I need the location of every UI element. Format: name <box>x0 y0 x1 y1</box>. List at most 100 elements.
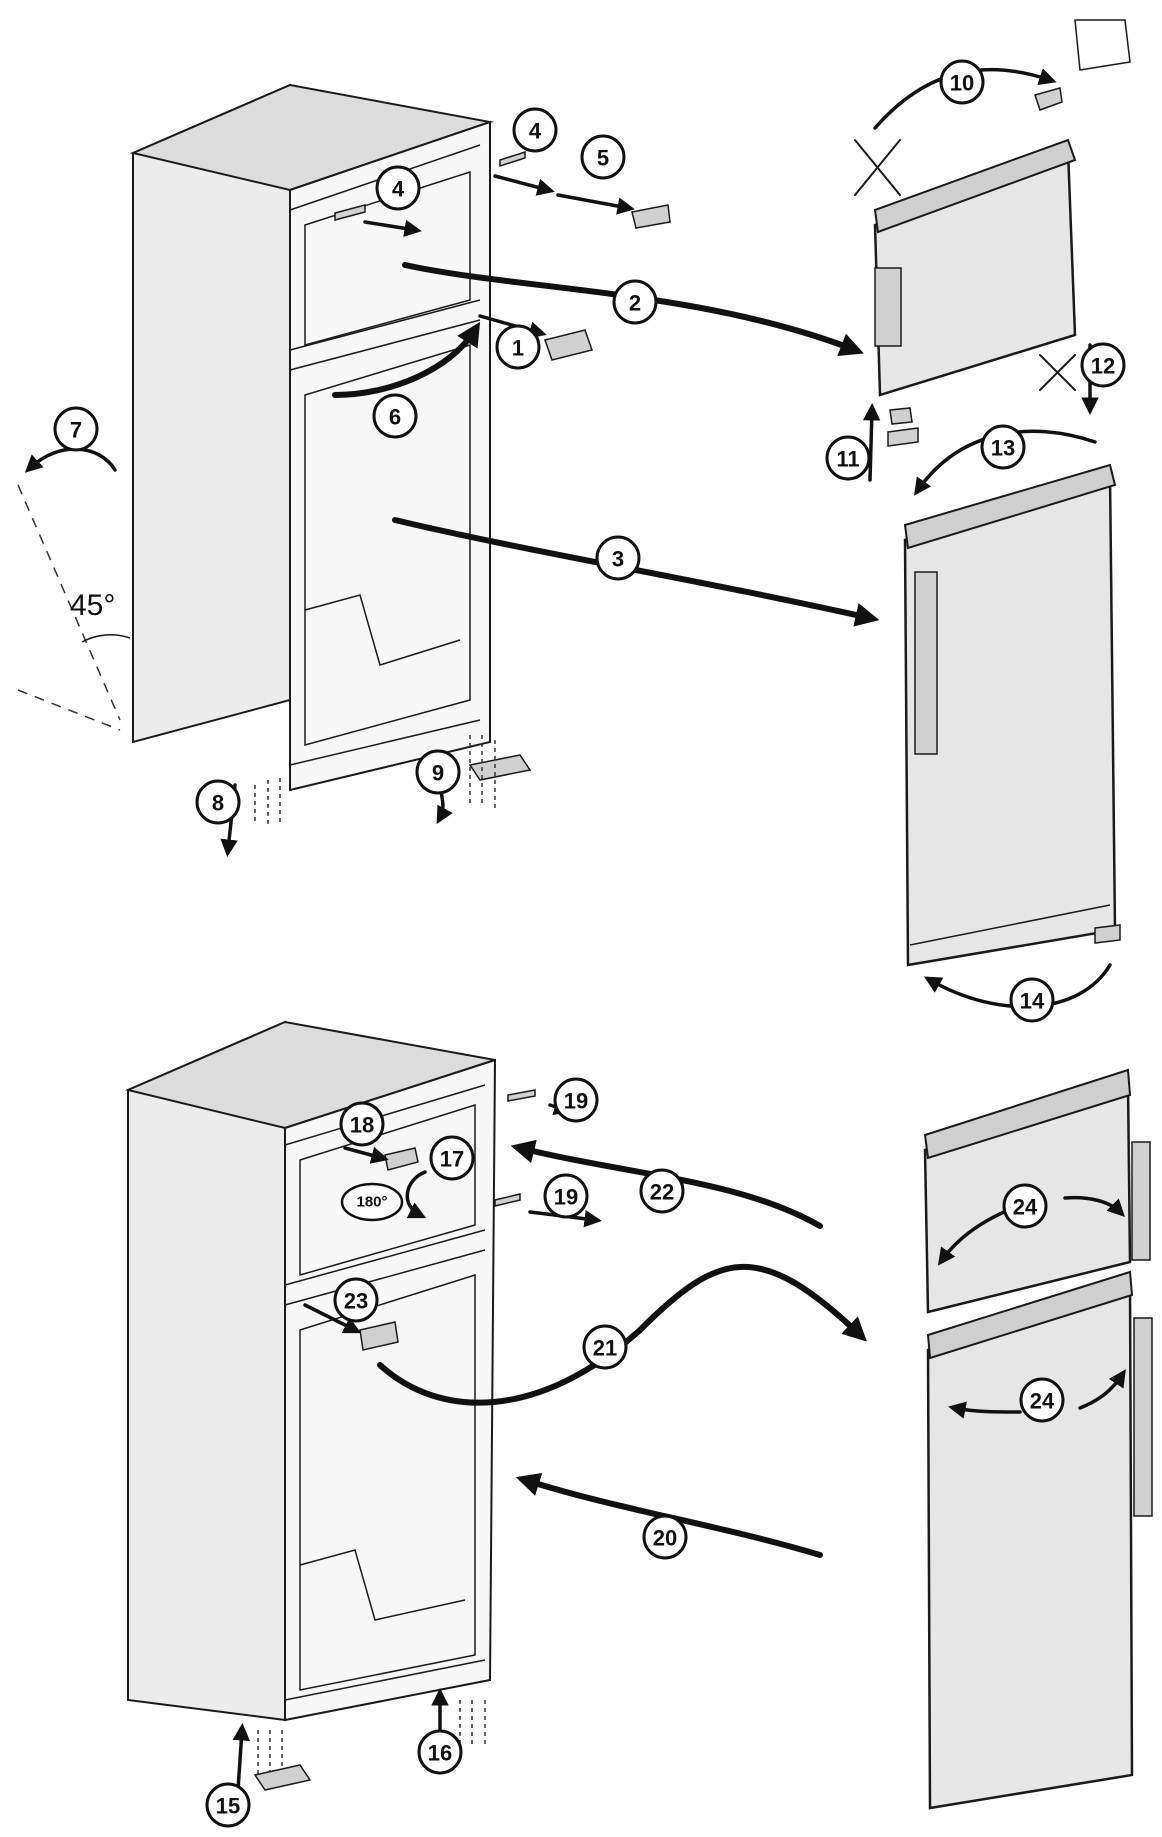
step-circle <box>825 435 871 481</box>
step24-arrow-left-b <box>948 1401 1022 1419</box>
tilt-angle-arc <box>81 634 131 643</box>
step-circle <box>429 1135 475 1181</box>
step-marker-20: 20 <box>642 1514 688 1560</box>
step-number: 21 <box>593 1336 617 1361</box>
step-marker-4: 4 <box>512 107 558 153</box>
step-marker-8: 8 <box>195 779 241 825</box>
hinge-caps-19 <box>494 1089 536 1207</box>
step-number: 11 <box>836 447 859 472</box>
step-circle <box>939 59 985 105</box>
cross-mark-12 <box>1039 354 1076 391</box>
step-marker-19: 19 <box>543 1173 589 1219</box>
step-marker-17: 17 <box>429 1135 475 1181</box>
fridge-door-bottom-line <box>909 904 1111 946</box>
step11-arrow <box>862 403 881 482</box>
fridge-door-b <box>926 1283 1134 1810</box>
step-marker-10: 10 <box>939 59 985 105</box>
hinge-pin-parts-11 <box>887 407 919 447</box>
doors-bottom-illustration <box>923 1068 1153 1810</box>
step-number: 5 <box>597 146 609 171</box>
step-circle <box>205 1782 251 1828</box>
bottom-hinge-part-b <box>253 1764 312 1791</box>
freezer-door-handle <box>874 267 902 347</box>
step-number-markers: 1234456789101112131415161718191920212223… <box>53 59 1126 1828</box>
step-circle <box>512 107 558 153</box>
step-circle <box>417 1729 463 1775</box>
pin-part-10 <box>1034 87 1063 111</box>
step18-arrow <box>343 1146 389 1164</box>
step-marker-23: 23 <box>333 1277 379 1323</box>
step-circle <box>1009 977 1055 1023</box>
step-circle <box>639 1168 685 1214</box>
step-number: 6 <box>389 405 401 430</box>
step-circle <box>612 279 658 325</box>
fridge-bottom-illustration <box>124 1020 867 1792</box>
fridge-door-handle <box>914 571 938 755</box>
step-marker-12: 12 <box>1080 342 1126 388</box>
step-marker-14: 14 <box>1009 977 1055 1023</box>
crisper-outline <box>304 594 461 666</box>
fridge-bottom-compartment-lines <box>284 1084 486 1701</box>
top-hinge-part-b <box>384 1147 419 1171</box>
freezer-door-b-top-edge <box>923 1068 1132 1160</box>
parts-bag <box>1074 19 1131 71</box>
freezer-compartment-b <box>299 1103 476 1276</box>
step-number: 1 <box>512 336 524 361</box>
fridge-top-illustration <box>17 83 880 857</box>
step-number: 23 <box>344 1289 368 1314</box>
doors-top-illustration <box>854 19 1131 1009</box>
step-number: 7 <box>70 418 82 443</box>
step-marker-5: 5 <box>580 134 626 180</box>
step-circle <box>339 1101 385 1147</box>
middle-hinge-part <box>544 329 593 361</box>
step-number: 16 <box>428 1741 452 1766</box>
step-marker-19: 19 <box>553 1077 599 1123</box>
rotation-label: 180° <box>356 1194 387 1211</box>
fridge-door-b-handle <box>1133 1317 1153 1517</box>
step-circle <box>372 393 418 439</box>
step-circle <box>1002 1183 1048 1229</box>
step-circle <box>333 1277 379 1323</box>
step-number: 24 <box>1013 1195 1038 1220</box>
step-circle <box>595 535 641 581</box>
step15-arrow <box>232 1723 251 1792</box>
step-circle <box>495 324 541 370</box>
top-hinge-cover <box>334 204 366 221</box>
step-marker-21: 21 <box>582 1324 628 1370</box>
step-number: 17 <box>440 1147 464 1172</box>
step4-arrow-inner <box>363 219 422 237</box>
step-circle <box>980 424 1026 470</box>
step-number: 3 <box>612 547 624 572</box>
step24-arrow-right-b <box>1078 1369 1126 1410</box>
angle-label: 45° <box>70 589 115 622</box>
step-number: 14 <box>1020 989 1045 1014</box>
step-marker-9: 9 <box>415 749 461 795</box>
step-marker-22: 22 <box>639 1168 685 1214</box>
step-number: 9 <box>432 761 444 786</box>
foot-screw-guides-b-right <box>459 1700 486 1745</box>
foot-screw-guides-left <box>254 778 281 825</box>
step-circle <box>642 1514 688 1560</box>
step-marker-11: 11 <box>825 435 871 481</box>
step-circle <box>582 1324 628 1370</box>
step-number: 19 <box>564 1089 588 1114</box>
step-circle <box>543 1173 589 1219</box>
step-number: 15 <box>216 1794 240 1819</box>
step-number: 12 <box>1091 354 1115 379</box>
rotation-badge: 180° <box>340 1182 404 1222</box>
step-number: 4 <box>392 177 405 202</box>
fridge-door-b-top-edge <box>926 1270 1134 1360</box>
step-marker-24: 24 <box>1002 1183 1048 1229</box>
step4-arrow-outer <box>493 174 555 196</box>
step-number: 19 <box>554 1185 578 1210</box>
step-number: 22 <box>650 1180 674 1205</box>
step-marker-2: 2 <box>612 279 658 325</box>
step-number: 24 <box>1030 1389 1055 1414</box>
bottom-hinge-part <box>468 754 532 781</box>
step-number: 10 <box>950 71 974 96</box>
step-number: 13 <box>991 436 1015 461</box>
foot-screw-guides-right <box>469 735 496 810</box>
fridge-top-front <box>289 120 491 792</box>
